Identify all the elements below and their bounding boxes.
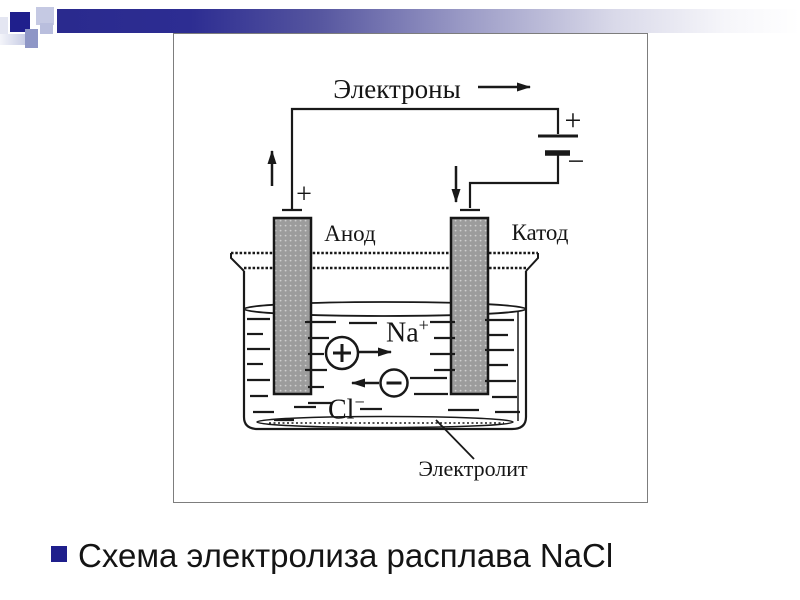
anode-electrode: [272, 216, 313, 396]
cation-plus-icon: [333, 344, 351, 362]
chloride-charge: −: [354, 392, 365, 412]
chloride-ion-label: Cl−: [328, 393, 365, 424]
beaker-rim-right-flare: [525, 253, 539, 272]
anion-particle: [351, 368, 409, 398]
battery-negative-sign: −: [567, 145, 585, 178]
deco-square-light: [36, 7, 54, 25]
battery-positive-sign: +: [564, 104, 582, 137]
electrons-label: Электроны: [333, 74, 461, 104]
melt-dashes: [247, 317, 520, 422]
deco-square-pale: [40, 23, 53, 34]
cathode-label: Катод: [511, 220, 569, 245]
electrolyte-label: Электролит: [418, 456, 528, 481]
deco-strip-vertical: [0, 17, 8, 45]
beaker-body: [242, 271, 528, 431]
beaker-inner-bottom: [256, 415, 514, 429]
sodium-charge: +: [418, 315, 429, 335]
bullet-marker: [51, 546, 67, 562]
slide-title: Схема электролиза расплава NaCl: [78, 537, 614, 574]
beaker-rim-left-flare: [230, 253, 245, 272]
header-gradient-bar: [57, 9, 800, 33]
chloride-symbol: Cl: [328, 394, 355, 426]
diagram-frame: Электроны + + − Анод Катод Na+ Cl− Элект…: [173, 33, 648, 503]
deco-square-navy: [10, 12, 30, 32]
deco-square-medium: [25, 29, 38, 48]
cathode-electrode: [449, 216, 490, 396]
electrolyte-leader-line: [435, 419, 475, 460]
deco-strip-horizontal: [0, 34, 26, 45]
melt-surface: [243, 301, 527, 317]
sodium-symbol: Na: [386, 317, 419, 349]
anode-terminal-sign: +: [296, 179, 312, 210]
sodium-ion-label: Na+: [386, 316, 429, 347]
anode-wire: [290, 107, 560, 210]
cathode-wire: [468, 155, 560, 208]
cation-particle: [324, 335, 392, 371]
anode-label: Анод: [324, 221, 376, 246]
battery: [538, 134, 578, 156]
electrolysis-diagram: [230, 82, 578, 460]
